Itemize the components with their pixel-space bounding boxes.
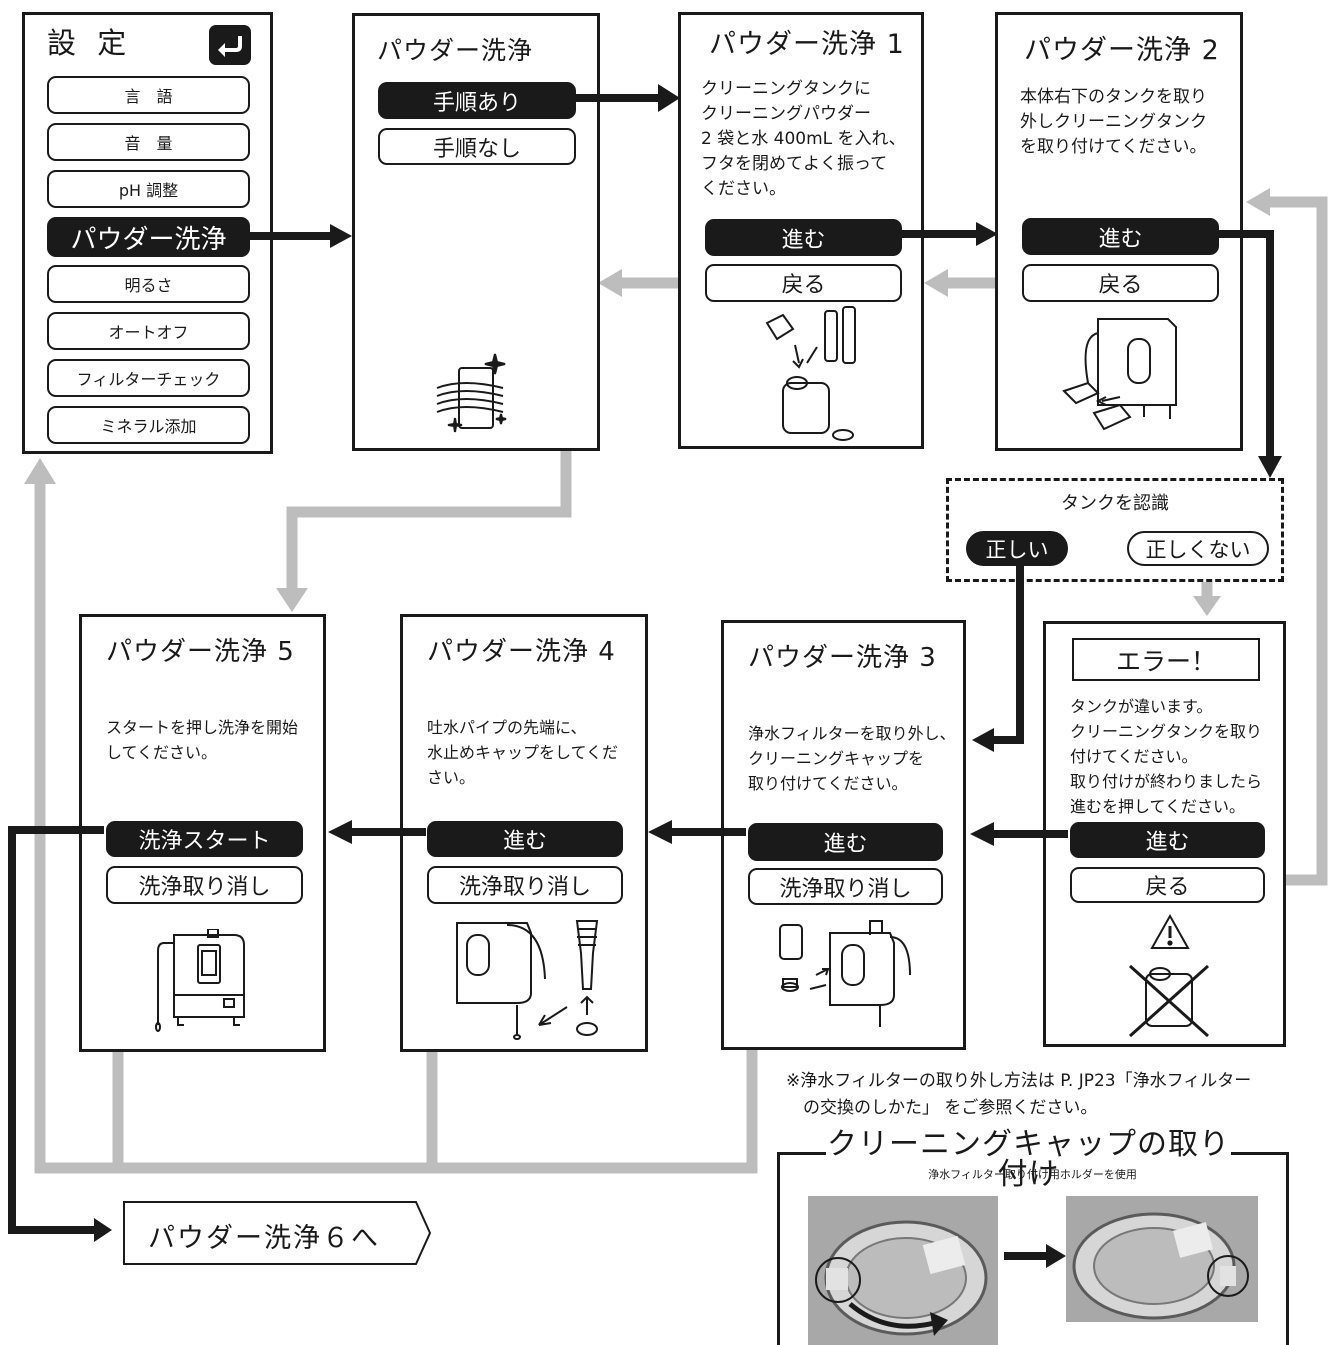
menu-volume[interactable]: 音 量: [47, 123, 250, 161]
powder-wash-panel: パウダー洗浄 手順あり 手順なし: [352, 13, 600, 451]
error-next-button[interactable]: 進む: [1070, 822, 1265, 858]
screen2-body: 本体右下のタンクを取り 外しクリーニングタンク を取り付けてください。: [1020, 87, 1207, 157]
screen5-cancel-button[interactable]: 洗浄取り消し: [106, 866, 303, 904]
tank-check-box: タンクを認識: [946, 478, 1284, 582]
tank-correct-pill[interactable]: 正しい: [966, 531, 1068, 566]
screen4-title: パウダー洗浄 4: [427, 637, 616, 667]
error-back-button[interactable]: 戻る: [1070, 867, 1265, 903]
screen4-next-button[interactable]: 進む: [427, 821, 623, 857]
menu-powder-wash[interactable]: パウダー洗浄: [47, 217, 250, 257]
screen4-cancel-button[interactable]: 洗浄取り消し: [427, 866, 623, 904]
device-illustration: [154, 928, 254, 1043]
screen4-panel: パウダー洗浄 4 吐水パイプの先端に、 水止めキャップをしてくだ さい。 進む …: [400, 614, 648, 1052]
screen1-next-button[interactable]: 進む: [705, 219, 902, 256]
menu-brightness[interactable]: 明るさ: [47, 265, 250, 303]
next-step-label: パウダー洗浄６へ: [148, 1223, 380, 1254]
screen2-back-button[interactable]: 戻る: [1022, 264, 1219, 302]
menu-auto-off[interactable]: オートオフ: [47, 312, 250, 350]
warning-icon: [1126, 913, 1216, 1044]
cap-photo-before: [808, 1196, 998, 1345]
screen5-body: スタートを押し洗浄を開始 してください。: [106, 718, 299, 762]
screen3-cancel-button[interactable]: 洗浄取り消し: [748, 868, 943, 905]
powder-tank-illustration: [763, 305, 873, 449]
wash-start-button[interactable]: 洗浄スタート: [106, 821, 303, 857]
screen1-body: クリーニングタンクに クリーニングパウダー 2 袋と水 400mL を入れ、 フ…: [701, 79, 906, 199]
screen2-next-button[interactable]: 進む: [1022, 218, 1219, 255]
menu-filter-check[interactable]: フィルターチェック: [47, 359, 250, 397]
cap-photo-after: [1066, 1196, 1258, 1322]
settings-panel: 設 定 言 語 音 量 pH 調整 パウダー洗浄 明るさ オートオフ フィルター…: [22, 12, 273, 454]
powder-wash-title: パウダー洗浄: [377, 36, 534, 65]
tank-incorrect-pill[interactable]: 正しくない: [1127, 531, 1269, 566]
error-body: タンクが違います。 クリーニングタンクを取り 付けてください。 取り付けが終わり…: [1070, 697, 1263, 816]
tank-swap-illustration: [1058, 313, 1188, 445]
cap-section-subtitle: 浄水フィルター取り付け用ホルダーを使用: [928, 1168, 1137, 1181]
no-steps-button[interactable]: 手順なし: [378, 128, 576, 165]
screen1-panel: パウダー洗浄 1 クリーニングタンクに クリーニングパウダー 2 袋と水 400…: [678, 12, 924, 449]
error-title: エラー！: [1115, 646, 1216, 676]
with-steps-button[interactable]: 手順あり: [378, 82, 576, 119]
tank-check-label: タンクを認識: [1061, 493, 1169, 514]
filter-removal-note: ※浄水フィルターの取り外し方法は P. JP23「浄水フィルター の交換のしかた…: [786, 1071, 1252, 1118]
screen2-title: パウダー洗浄 2: [1024, 35, 1220, 66]
screen3-panel: パウダー洗浄 3 浄水フィルターを取り外し、 クリーニングキャップを 取り付けて…: [721, 620, 966, 1050]
return-arrow-icon[interactable]: [209, 25, 251, 65]
next-step-box[interactable]: パウダー洗浄６へ: [122, 1200, 432, 1266]
screen5-title: パウダー洗浄 5: [106, 637, 295, 667]
screen1-title: パウダー洗浄 1: [709, 29, 905, 60]
screen4-body: 吐水パイプの先端に、 水止めキャップをしてくだ さい。: [427, 718, 619, 787]
error-title-box: エラー！: [1072, 638, 1260, 681]
filter-cap-illustration: [770, 915, 930, 1037]
screen3-next-button[interactable]: 進む: [748, 823, 943, 861]
menu-mineral[interactable]: ミネラル添加: [47, 406, 250, 444]
settings-title: 設 定: [47, 26, 133, 60]
error-panel: エラー！ タンクが違います。 クリーニングタンクを取り 付けてください。 取り付…: [1043, 621, 1286, 1047]
sparkle-icon: [433, 348, 513, 442]
screen3-title: パウダー洗浄 3: [748, 643, 937, 673]
screen2-panel: パウダー洗浄 2 本体右下のタンクを取り 外しクリーニングタンク を取り付けてく…: [995, 12, 1243, 451]
cap-section-title: クリーニングキャップの取り付け: [826, 1127, 1231, 1192]
screen1-back-button[interactable]: 戻る: [705, 264, 902, 302]
screen5-panel: パウダー洗浄 5 スタートを押し洗浄を開始 してください。 洗浄スタート 洗浄取…: [79, 614, 326, 1052]
screen3-body: 浄水フィルターを取り外し、 クリーニングキャップを 取り付けてください。: [748, 724, 956, 793]
menu-ph[interactable]: pH 調整: [47, 170, 250, 208]
menu-language[interactable]: 言 語: [47, 76, 250, 114]
nozzle-cap-illustration: [447, 913, 617, 1047]
